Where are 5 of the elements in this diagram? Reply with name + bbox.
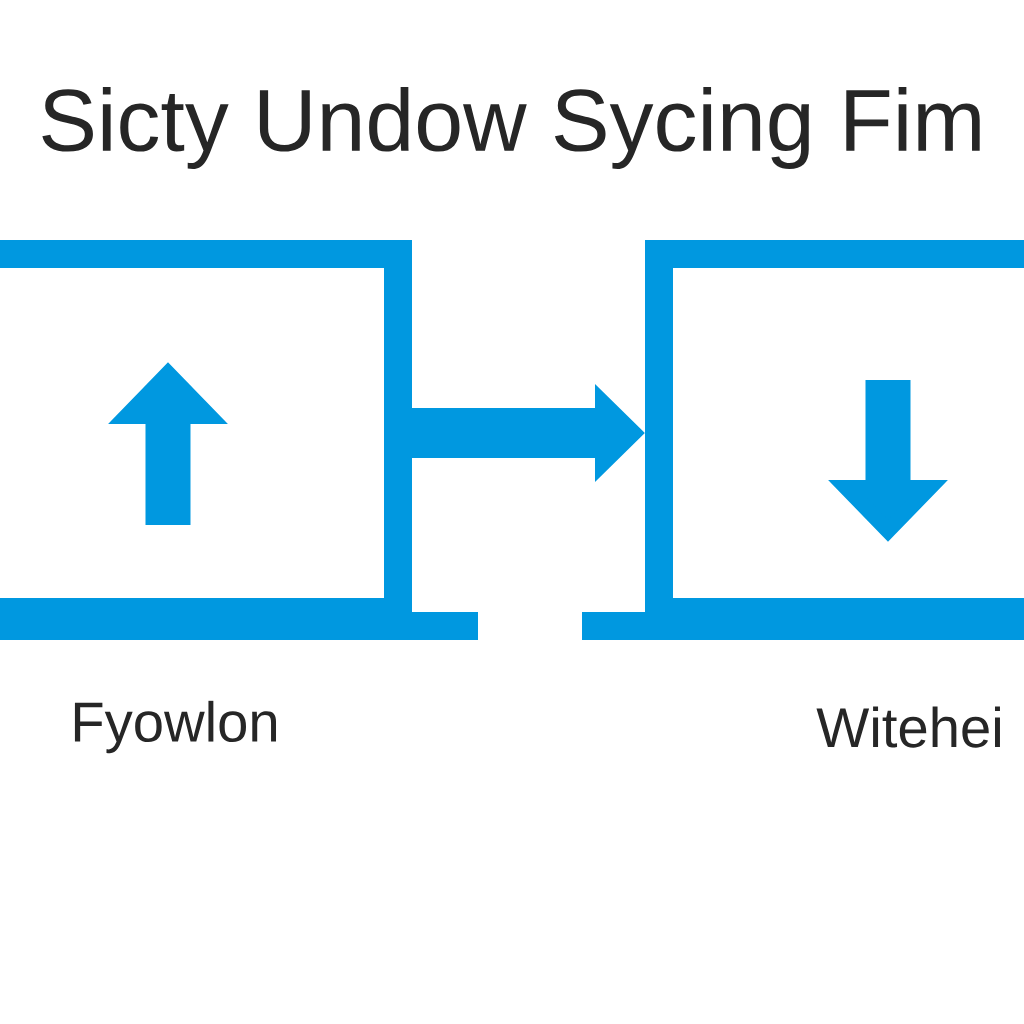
laptop-drawing	[0, 240, 478, 640]
title: Sicty Undow Sycing Fim	[42, 87, 980, 169]
node-label: Fyowlon	[74, 700, 276, 754]
laptop-drawing	[582, 240, 1024, 640]
node-label: Witehei	[816, 706, 1000, 748]
